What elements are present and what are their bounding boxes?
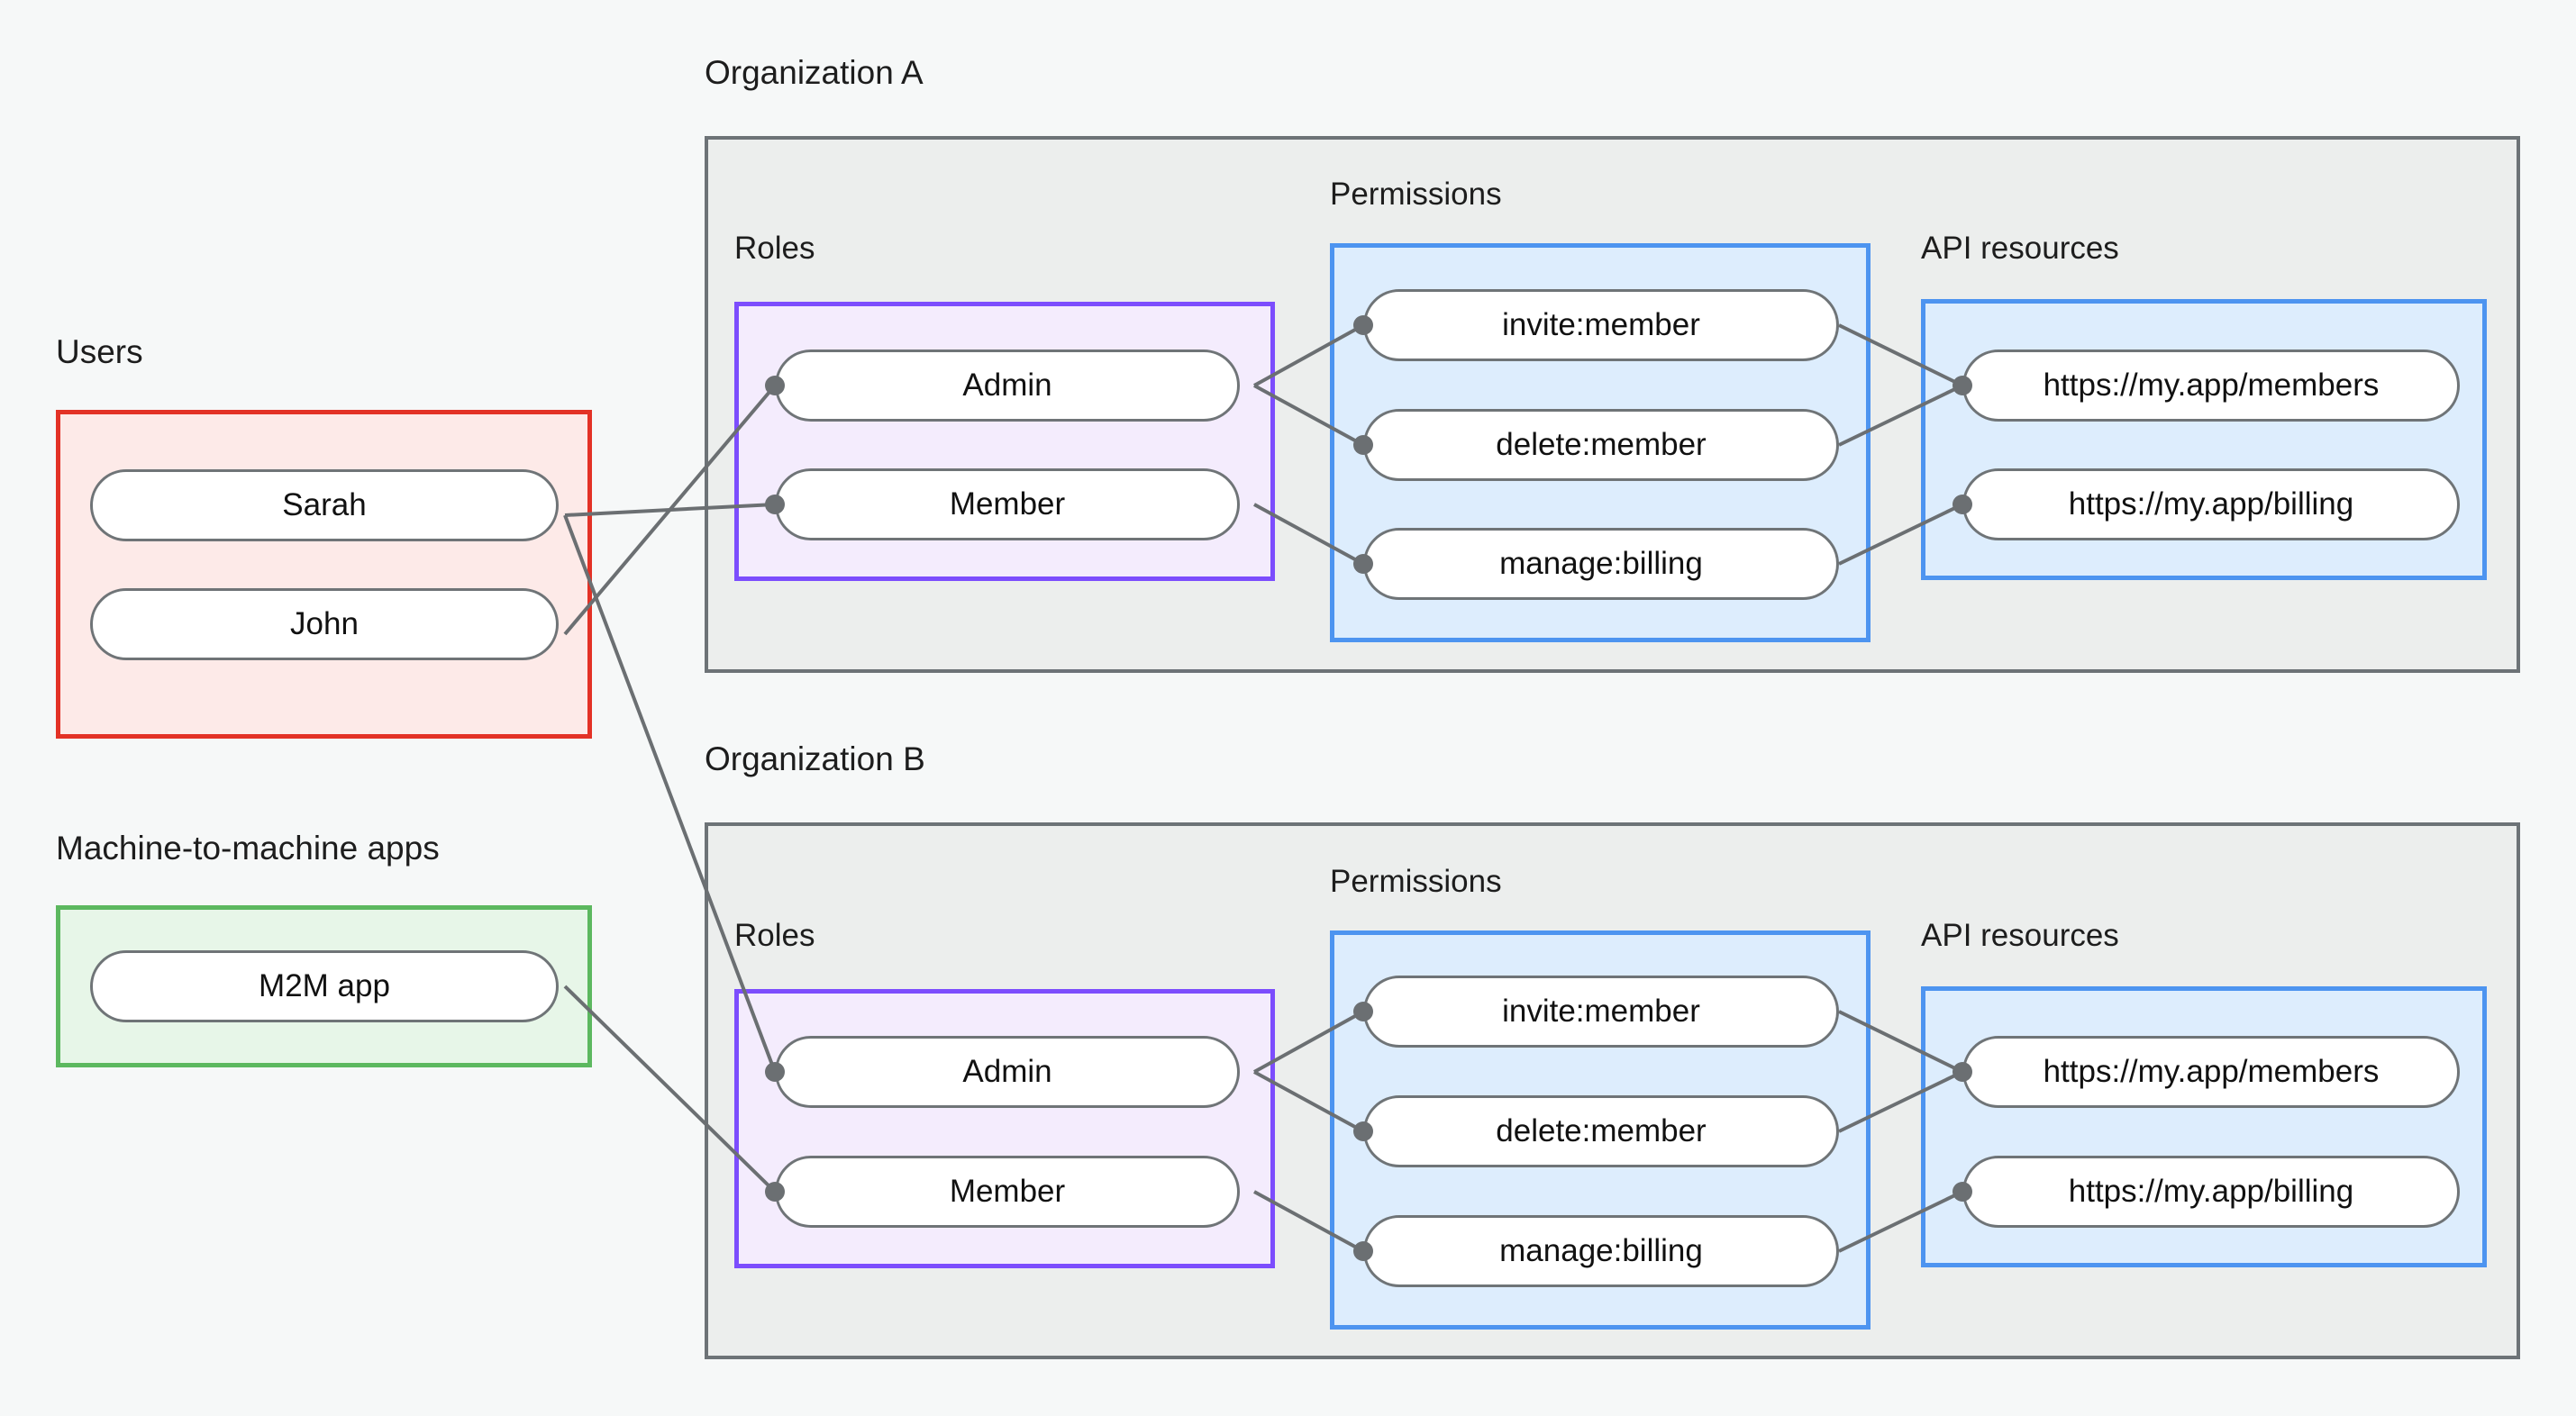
user-node-john[interactable]: John <box>90 588 559 660</box>
organization-a-label: Organization A <box>705 54 924 91</box>
orgB-api-resources-label: API resources <box>1921 918 2119 953</box>
orgA-permissions-label: Permissions <box>1330 177 1502 212</box>
orgA-api-resources-label: API resources <box>1921 231 2119 266</box>
orgA-permission-node-manage-billing[interactable]: manage:billing <box>1363 528 1839 600</box>
orgB-role-node-admin[interactable]: Admin <box>775 1036 1240 1108</box>
users-container <box>56 410 592 739</box>
m2m-node-app[interactable]: M2M app <box>90 950 559 1022</box>
orgA-permission-node-invite-member[interactable]: invite:member <box>1363 289 1839 361</box>
user-node-sarah[interactable]: Sarah <box>90 469 559 541</box>
orgB-api-node-billing[interactable]: https://my.app/billing <box>1962 1156 2460 1228</box>
users-group-label: Users <box>56 333 143 370</box>
orgB-permission-node-invite-member[interactable]: invite:member <box>1363 976 1839 1048</box>
orgB-roles-label: Roles <box>734 918 815 953</box>
orgB-permission-node-delete-member[interactable]: delete:member <box>1363 1095 1839 1167</box>
orgA-role-node-admin[interactable]: Admin <box>775 349 1240 422</box>
orgB-api-node-members[interactable]: https://my.app/members <box>1962 1036 2460 1108</box>
m2m-group-label: Machine-to-machine apps <box>56 830 440 867</box>
orgA-permission-node-delete-member[interactable]: delete:member <box>1363 409 1839 481</box>
orgB-permissions-label: Permissions <box>1330 864 1502 899</box>
organization-b-label: Organization B <box>705 740 925 777</box>
orgA-api-node-members[interactable]: https://my.app/members <box>1962 349 2460 422</box>
orgB-permission-node-manage-billing[interactable]: manage:billing <box>1363 1215 1839 1287</box>
orgA-api-node-billing[interactable]: https://my.app/billing <box>1962 468 2460 540</box>
orgB-role-node-member[interactable]: Member <box>775 1156 1240 1228</box>
orgA-roles-label: Roles <box>734 231 815 266</box>
orgA-role-node-member[interactable]: Member <box>775 468 1240 540</box>
